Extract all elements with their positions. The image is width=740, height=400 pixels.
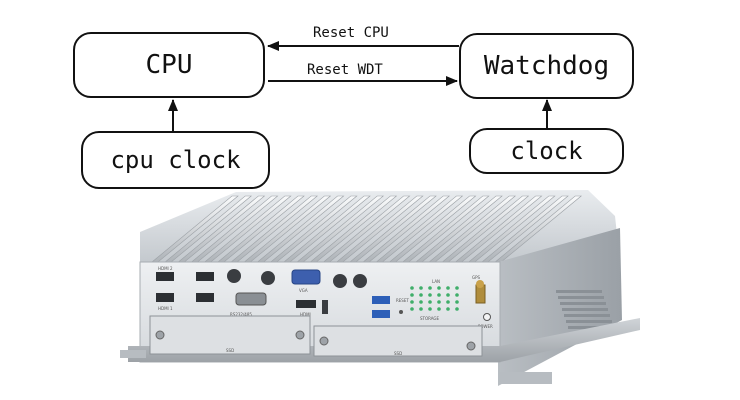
status-led	[410, 300, 414, 304]
side-vent-slot	[566, 320, 612, 323]
status-leds	[410, 286, 459, 311]
status-led	[428, 300, 432, 304]
antenna-port	[227, 269, 241, 283]
hdmi2-label: HDMI 2	[158, 266, 173, 271]
status-led	[419, 286, 423, 290]
hdmi1-label: HDMI 1	[158, 306, 173, 311]
hdmi-label: HDMI	[300, 312, 311, 317]
usb-ports	[372, 296, 390, 318]
side-vent-slot	[568, 326, 614, 329]
reset-button	[399, 310, 403, 314]
audio-jack	[353, 274, 367, 288]
status-led	[455, 293, 459, 297]
vga-label: VGA	[299, 288, 308, 293]
power-label: POWER	[478, 324, 493, 329]
power-button	[483, 313, 491, 321]
status-led	[446, 307, 450, 311]
status-led	[410, 293, 414, 297]
status-led	[455, 286, 459, 290]
rs232-label: RS232/485	[230, 312, 252, 317]
clock-node-label: clock	[510, 137, 583, 165]
side-vent-slot	[556, 290, 602, 293]
cpu-node: CPU	[73, 32, 265, 98]
sim-slot	[322, 300, 328, 314]
status-led	[428, 286, 432, 290]
cpu-clock-node: cpu clock	[81, 131, 270, 189]
tray-screw	[155, 330, 165, 340]
watchdog-node-label: Watchdog	[483, 51, 610, 81]
hdmi-ports-left	[156, 272, 214, 302]
side-vent-slot	[558, 296, 604, 299]
status-led	[410, 307, 414, 311]
storage-label: STORAGE	[420, 316, 440, 321]
status-led	[419, 293, 423, 297]
side-vent-slot	[564, 314, 610, 317]
status-led	[446, 293, 450, 297]
mounting-bracket-left	[120, 350, 146, 358]
status-led	[410, 286, 414, 290]
cpu-clock-node-label: cpu clock	[110, 146, 241, 174]
cpu-node-label: CPU	[145, 50, 193, 80]
status-led	[455, 307, 459, 311]
tray-screw	[466, 341, 476, 351]
lan-label: LAN	[432, 279, 440, 284]
ssd1-label: SSD	[226, 348, 234, 353]
heatsink-fins	[151, 195, 583, 263]
vga-port	[291, 269, 321, 285]
audio-jack	[333, 274, 347, 288]
status-led	[437, 307, 441, 311]
status-led	[437, 286, 441, 290]
status-led	[419, 307, 423, 311]
reset-label: RESET	[396, 298, 409, 303]
side-vent-slot	[560, 302, 606, 305]
tray-screw	[295, 330, 305, 340]
serial-port	[235, 292, 267, 306]
status-led	[419, 300, 423, 304]
status-led	[446, 286, 450, 290]
side-vent-slot	[562, 308, 608, 311]
tray-screw	[319, 336, 329, 346]
mounting-bracket-right	[500, 372, 552, 384]
ssd2-label: SSD	[394, 351, 402, 356]
status-led	[437, 300, 441, 304]
clock-node: clock	[469, 128, 624, 174]
status-led	[437, 293, 441, 297]
status-led	[455, 300, 459, 304]
status-led	[446, 300, 450, 304]
antenna-port	[261, 271, 275, 285]
side-vents	[556, 290, 614, 329]
ssd-tray-2	[313, 325, 483, 357]
hdmi-port	[296, 300, 316, 308]
reset-cpu-label: Reset CPU	[313, 25, 389, 41]
status-led	[428, 307, 432, 311]
gps-label: GPS	[472, 275, 481, 280]
status-led	[428, 293, 432, 297]
gps-connector-cap	[476, 280, 484, 288]
reset-wdt-label: Reset WDT	[307, 62, 383, 78]
ssd-tray-1	[149, 315, 311, 355]
watchdog-node: Watchdog	[459, 33, 634, 99]
